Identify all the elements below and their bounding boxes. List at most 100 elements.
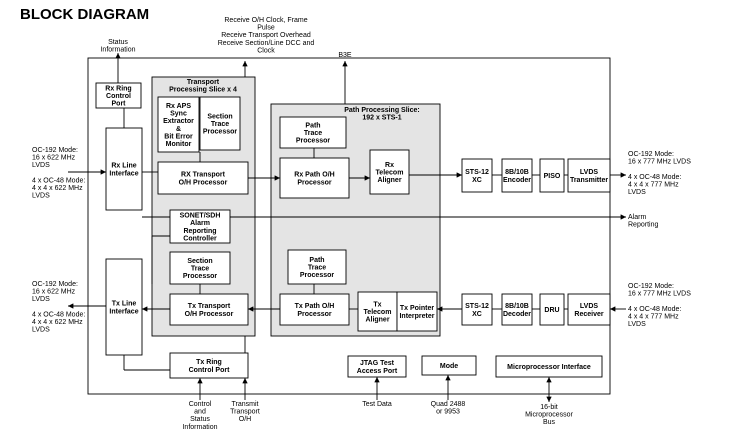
block-lvds-tx-rect: [567, 158, 611, 193]
block-tx-telecom-rect: [357, 291, 398, 332]
block-sonet-alarm-rect: [169, 209, 231, 244]
test-data-label: Test Data: [362, 401, 392, 408]
block-tx-path-oh-rect: [279, 293, 350, 326]
block-lvds-rx-rect: [567, 293, 611, 326]
block-mode: Mode: [421, 355, 477, 376]
block-piso-label: PISO: [544, 173, 561, 180]
block-enc-8b10b-rect: [501, 158, 533, 193]
block-rx-path-trace-rect: [279, 116, 347, 149]
connections: [68, 53, 626, 402]
block-piso: PISO: [539, 158, 565, 193]
block-dru-rect: [539, 293, 565, 326]
block-rx-section-trace-rect: [199, 96, 241, 151]
block-tx-ring-rect: [169, 352, 249, 379]
block-rx-aps-rect: [157, 96, 200, 153]
block-rx-transport-rect: [157, 161, 249, 195]
block-micro-label: Microprocessor Interface: [507, 364, 591, 371]
block-rx-telecom-rect: [369, 149, 410, 195]
block-dru: DRU: [539, 293, 565, 326]
block-rx-ring-rect: [95, 82, 142, 109]
block-mode-label: Mode: [440, 363, 458, 370]
block-tx-path-trace-rect: [287, 249, 347, 285]
block-tx-section-trace-rect: [169, 251, 231, 285]
block-tx-pointer-rect: [396, 291, 438, 332]
diagram-title: BLOCK DIAGRAM: [20, 6, 149, 23]
path-slice-label: Path Processing Slice:192 x STS-1: [344, 107, 419, 122]
block-mode-rect: [421, 355, 477, 376]
block-tx-sts12-rect: [461, 293, 493, 326]
block-micro-rect: [495, 355, 603, 378]
chip-boundary: [87, 57, 611, 395]
block-rx-path-oh-rect: [279, 157, 350, 199]
block-tx-transport-rect: [169, 293, 249, 326]
block-micro: Microprocessor Interface: [495, 355, 603, 378]
b3e-label: B3E: [338, 52, 352, 59]
block-tx-line-rect: [105, 258, 143, 356]
block-rx-line-rect: [105, 127, 143, 211]
block-jtag-rect: [347, 355, 407, 378]
block-rx-sts12-rect: [461, 158, 493, 193]
